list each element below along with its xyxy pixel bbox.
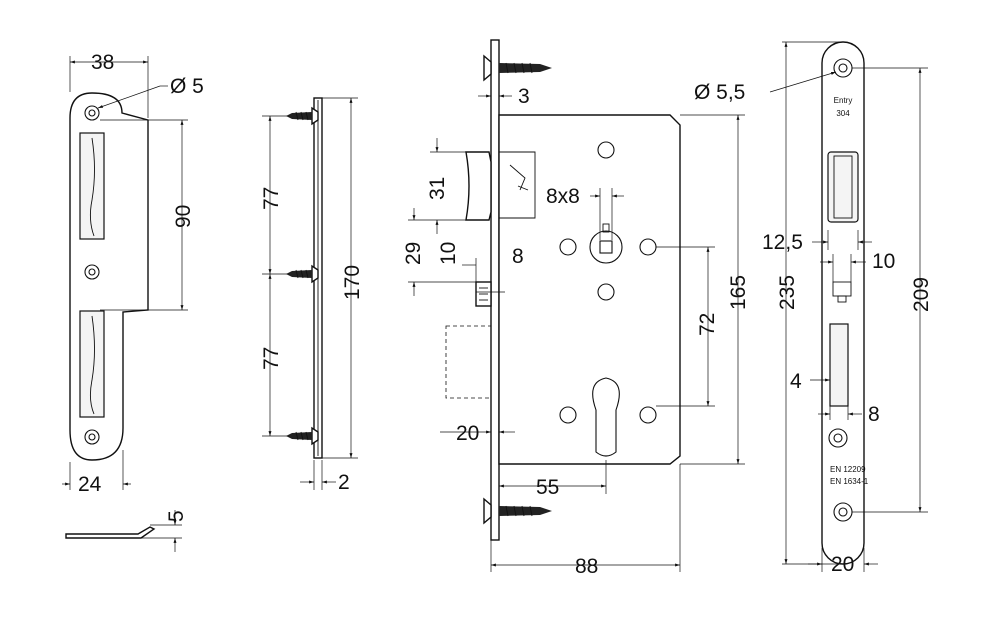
dim-10-label: 10 — [872, 250, 895, 273]
side-view: 77 77 170 2 — [260, 97, 364, 494]
offset-8-label: 8 — [512, 245, 524, 268]
case-hole-top — [597, 141, 615, 159]
latch-projection-label: 29 — [402, 242, 425, 265]
depth-label: 88 — [575, 555, 598, 578]
faceplate-spacing-label: 209 — [910, 277, 933, 312]
strike-spacing-label: 90 — [172, 205, 195, 228]
latch-slot — [827, 151, 859, 223]
lock-faceplate — [490, 39, 500, 541]
case-hole-bottom-left — [559, 406, 577, 424]
screw-middle — [286, 264, 319, 284]
bolt-travel-outline — [445, 325, 492, 399]
dim-8-label: 8 — [868, 403, 880, 426]
dim-4-label: 4 — [790, 370, 802, 393]
faceplate-screw-bottom — [483, 497, 552, 525]
latch-bolt — [465, 151, 492, 221]
strike-bend-label: 5 — [165, 510, 188, 522]
case-hole-right — [639, 238, 657, 256]
faceplate-view: Entry 304 EN 12209 EN 1634-1 Ø 5,5 12,5 … — [694, 41, 933, 576]
spindle-size-label: 8x8 — [546, 185, 580, 208]
offset-10-label: 10 — [437, 242, 460, 265]
marking-standard-1: EN 12209 — [830, 465, 866, 474]
case-hole-left — [559, 238, 577, 256]
side-length-label: 170 — [341, 265, 364, 300]
cylinder-cutout — [592, 377, 620, 457]
faceplate-thickness-label: 3 — [518, 85, 530, 108]
cylinder-offset-label: 20 — [456, 422, 479, 445]
marking-standard-2: EN 1634-1 — [830, 477, 869, 486]
screw-top — [286, 106, 319, 126]
dim-12-5-label: 12,5 — [762, 231, 803, 254]
lock-body-view: 3 31 8x8 29 10 8 165 72 — [402, 39, 750, 578]
strike-hole-diameter-label: Ø 5 — [170, 75, 204, 98]
faceplate-screw-top — [483, 54, 552, 82]
strike-profile — [65, 526, 156, 539]
latch-opening — [79, 132, 105, 240]
spindle-square — [599, 240, 613, 254]
faceplate-width-label: 20 — [831, 553, 854, 576]
marking-entry: Entry — [834, 96, 853, 105]
side-upper-spacing-label: 77 — [260, 187, 283, 210]
bolt-opening — [79, 310, 105, 418]
screw-bottom — [286, 426, 319, 446]
marking-304: 304 — [836, 109, 850, 118]
strike-width-label: 38 — [91, 51, 114, 74]
faceplate-length-label: 235 — [776, 275, 799, 310]
overall-height-label: 165 — [727, 275, 750, 310]
strike-plate-view: 38 Ø 5 90 24 5 — [62, 51, 204, 552]
latch-height-label: 31 — [426, 177, 449, 200]
screw-diameter-label: Ø 5,5 — [694, 81, 745, 104]
side-thickness-label: 2 — [338, 471, 350, 494]
bolt-slot — [829, 323, 849, 407]
case-hole-mid — [597, 283, 615, 301]
side-lower-spacing-label: 77 — [260, 347, 283, 370]
lock-case — [498, 114, 681, 465]
strike-bottom-width-label: 24 — [78, 473, 102, 496]
backset-label: 55 — [536, 476, 559, 499]
center-distance-label: 72 — [696, 313, 719, 336]
case-hole-bottom-right — [639, 406, 657, 424]
